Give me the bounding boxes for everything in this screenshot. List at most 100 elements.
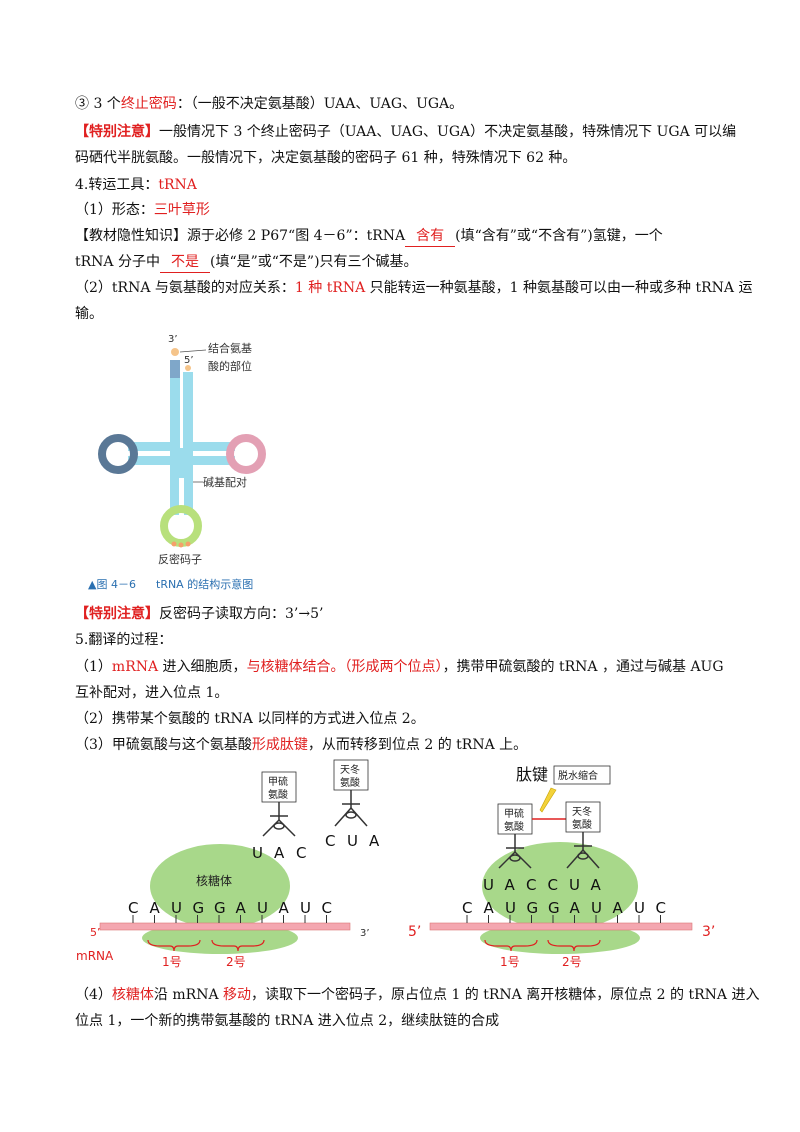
anticodon-letter: C bbox=[526, 876, 536, 894]
svg-text:酸的部位: 酸的部位 bbox=[208, 359, 252, 373]
site-1-bracket-right bbox=[484, 939, 538, 952]
site-2-bracket-right bbox=[547, 939, 601, 952]
svg-text:3’: 3’ bbox=[702, 924, 715, 940]
base-letter: C bbox=[462, 899, 472, 917]
svg-text:氨酸: 氨酸 bbox=[504, 820, 524, 833]
anticodon-direction-note: 【特别注意】反密码子读取方向：3’→5’ bbox=[75, 606, 324, 622]
svg-text:结合氨基: 结合氨基 bbox=[208, 341, 252, 355]
svg-text:天冬: 天冬 bbox=[340, 763, 360, 776]
svg-text:U: U bbox=[252, 844, 263, 862]
t-loop bbox=[226, 434, 266, 474]
svg-text:▲图 4－6: ▲图 4－6 bbox=[88, 578, 136, 591]
stop-codon-line: ③ 3 个终止密码：（一般不决定氨基酸）UAA、UAG、UGA。 bbox=[75, 96, 464, 112]
svg-text:mRNA: mRNA bbox=[76, 949, 114, 963]
base-letter: A bbox=[150, 899, 161, 917]
mrna-strand-left bbox=[99, 922, 351, 931]
svg-text:1号: 1号 bbox=[500, 955, 520, 969]
svg-text:2号: 2号 bbox=[562, 955, 582, 969]
trna-asp-right bbox=[566, 832, 600, 869]
svg-text:tRNA 的结构示意图: tRNA 的结构示意图 bbox=[156, 577, 253, 591]
svg-text:天冬: 天冬 bbox=[572, 805, 592, 818]
correspondence-line-2: 输。 bbox=[75, 306, 103, 322]
answer-blank-contains: 含有 bbox=[405, 226, 456, 247]
trna-asp-left bbox=[334, 790, 368, 827]
step-4-line-1: （4）核糖体沿 mRNA 移动，读取下一个密码子，原占位点 1 的 tRNA 离… bbox=[75, 987, 760, 1003]
acceptor-stem-strand bbox=[183, 372, 193, 455]
svg-text:肽键: 肽键 bbox=[516, 765, 548, 784]
svg-text:C: C bbox=[296, 844, 306, 862]
svg-text:甲硫: 甲硫 bbox=[504, 807, 524, 820]
base-letter: A bbox=[484, 899, 495, 917]
correspondence-line-1: （2）tRNA 与氨基酸的对应关系：1 种 tRNA 只能转运一种氨基酸，1 种… bbox=[75, 280, 753, 296]
svg-text:氨酸: 氨酸 bbox=[572, 818, 592, 831]
svg-text:3’: 3’ bbox=[168, 334, 178, 345]
ribosome-large-subunit-right bbox=[482, 842, 638, 930]
d-loop bbox=[98, 434, 138, 474]
base-letter: U bbox=[634, 899, 645, 917]
base-letter: A bbox=[570, 899, 581, 917]
anticodon-letter: C bbox=[548, 876, 558, 894]
svg-text:5’: 5’ bbox=[90, 926, 101, 939]
ribosome-large-subunit-left bbox=[150, 844, 290, 928]
trna-met-left bbox=[262, 802, 296, 837]
base-letter: C bbox=[656, 899, 666, 917]
svg-text:氨酸: 氨酸 bbox=[268, 788, 288, 801]
base-letter: U bbox=[257, 899, 268, 917]
svg-text:U: U bbox=[347, 832, 358, 850]
step-4-line-2: 位点 1，一个新的携带氨基酸的 tRNA 进入位点 2，继续肽链的合成 bbox=[75, 1013, 500, 1029]
svg-text:C: C bbox=[325, 832, 335, 850]
note-line-2: 码硒代半胱氨酸。一般情况下，决定氨基酸的密码子 61 种，特殊情况下 62 种。 bbox=[75, 150, 577, 166]
step-1-line-1: （1）mRNA 进入细胞质，与核糖体结合。（形成两个位点），携带甲硫氨酸的 tR… bbox=[75, 659, 724, 675]
shape-line: （1）形态：三叶草形 bbox=[75, 202, 210, 218]
base-letter: U bbox=[300, 899, 311, 917]
anticodon-letter: U bbox=[483, 876, 494, 894]
base-letter: U bbox=[591, 899, 602, 917]
base-letter: C bbox=[322, 899, 332, 917]
svg-text:3’: 3’ bbox=[360, 928, 370, 939]
dehydration-note-box bbox=[553, 765, 611, 785]
trna-met-right bbox=[498, 834, 532, 869]
svg-text:1号: 1号 bbox=[162, 955, 182, 969]
mrna-strand-right bbox=[429, 922, 693, 931]
base-letter: A bbox=[613, 899, 624, 917]
anticodon-letter: A bbox=[591, 876, 602, 894]
svg-text:核糖体: 核糖体 bbox=[196, 873, 232, 888]
base-letter: G bbox=[193, 899, 205, 917]
methionine-box-right bbox=[497, 803, 533, 835]
amino-acid-site-3end bbox=[171, 348, 179, 356]
base-letter: G bbox=[527, 899, 539, 917]
site-1-bracket-left bbox=[147, 939, 201, 952]
base-letter: A bbox=[236, 899, 247, 917]
step-3-line: （3）甲硫氨酸与这个氨基酸形成肽键，从而转移到位点 2 的 tRNA 上。 bbox=[75, 737, 528, 753]
base-letter: C bbox=[128, 899, 138, 917]
base-letter: A bbox=[279, 899, 290, 917]
note-line-1: 【特别注意】一般情况下 3 个终止密码子（UAA、UAG、UGA）不决定氨基酸，… bbox=[75, 124, 737, 140]
step-1-line-2: 互补配对，进入位点 1。 bbox=[75, 685, 229, 701]
hidden-knowledge-line-2: tRNA 分子中不是(填“是”或“不是”)只有三个碱基。 bbox=[75, 252, 735, 273]
five-prime-end bbox=[185, 365, 191, 371]
svg-text:碱基配对: 碱基配对 bbox=[203, 475, 247, 489]
bond-arrow-icon bbox=[539, 787, 557, 813]
anticodon-loop bbox=[160, 505, 202, 547]
answer-blank-not: 不是 bbox=[159, 252, 210, 273]
svg-text:5’: 5’ bbox=[184, 355, 194, 366]
asparagine-box-left bbox=[333, 759, 369, 791]
anticodon-letter: A bbox=[505, 876, 516, 894]
base-letter: U bbox=[171, 899, 182, 917]
svg-text:甲硫: 甲硫 bbox=[268, 775, 288, 788]
methionine-box-left bbox=[261, 771, 297, 803]
svg-text:A: A bbox=[369, 832, 380, 850]
svg-text:反密码子: 反密码子 bbox=[158, 552, 202, 566]
section-5-heading: 5.翻译的过程： bbox=[75, 632, 173, 648]
svg-text:2号: 2号 bbox=[226, 955, 246, 969]
trna-structure-figure: 3’ 5’ 结合氨基 酸的部位 碱基配对 反密码子 ▲图 4－6 tRNA 的结… bbox=[88, 330, 328, 600]
acceptor-stem-strand bbox=[170, 360, 180, 455]
step-2-line: （2）携带某个氨酸的 tRNA 以同样的方式进入位点 2。 bbox=[75, 711, 425, 727]
svg-text:5’: 5’ bbox=[408, 924, 421, 940]
svg-text:脱水缩合: 脱水缩合 bbox=[558, 769, 598, 782]
svg-text:氨酸: 氨酸 bbox=[340, 776, 360, 789]
anticodon-letter: U bbox=[569, 876, 580, 894]
section-4-heading: 4.转运工具：tRNA bbox=[75, 177, 197, 193]
